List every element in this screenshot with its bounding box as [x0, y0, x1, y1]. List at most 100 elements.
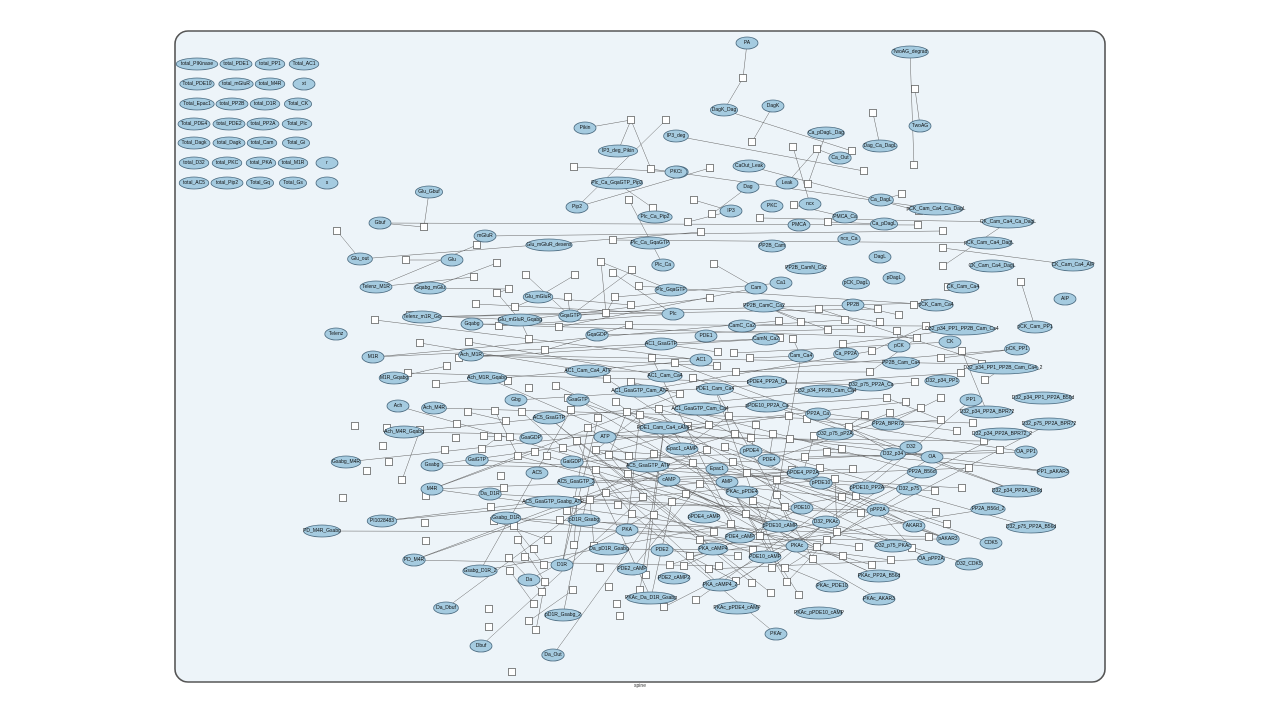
species-glu-mglur-desens[interactable]: Glu_mGluR_desens — [525, 238, 573, 252]
species-glu-mglur[interactable]: Glu_mGluR — [522, 290, 554, 304]
species-pp2b[interactable]: PP2B — [841, 298, 865, 312]
species-oa-ppp2a[interactable]: OA_pPP2A — [917, 552, 946, 566]
species-twoag-degrad[interactable]: TwoAG_degrad — [891, 45, 929, 59]
species-plc-ca-gqagtp-pip2[interactable]: Plc_Ca_GqaGTP_Pip2 — [591, 176, 644, 190]
species-pp1[interactable]: PP1 — [959, 393, 983, 407]
species-pp2b-camc-ca2[interactable]: PP2B_CamC_Ca2 — [743, 299, 785, 313]
species-m1r-gqabg[interactable]: M1R_Gqabg — [378, 371, 410, 385]
species-gqagdp[interactable]: GqaGDP — [585, 328, 609, 342]
species-d32[interactable]: D32 — [899, 440, 923, 454]
species-ip3-deg-pikin[interactable]: IP3_deg_Pikin — [598, 144, 639, 158]
species-pkac-pp2a-b56d[interactable]: PKAc_PP2A_B56d — [858, 569, 901, 583]
species-d32-p75-pp2a-bpr72[interactable]: D32_p75_PP2A_BPR72 — [1022, 417, 1077, 431]
species-ppde4-pp2a-ca[interactable]: pPDE4_PP2A_Ca — [747, 375, 788, 389]
species-ppde4-camp[interactable]: pPDE4_cAMP — [687, 510, 721, 524]
species-pd1r-gsabg-2[interactable]: pD1R_Gsabg_2 — [544, 608, 582, 622]
species-pa[interactable]: PA — [735, 36, 759, 50]
total-node-total-ac5[interactable]: total_AC5 — [178, 176, 210, 190]
species-d32-p75-pp2a[interactable]: D32_p75_pP2A — [816, 427, 854, 441]
species-epac1-camp[interactable]: Epac1_cAMP — [665, 442, 699, 456]
total-node-total-cam[interactable]: total_Cam — [246, 136, 278, 150]
species-dag-ca-dagl[interactable]: Dag_Ca_DagL — [862, 139, 898, 153]
species-caout-leak[interactable]: CaOut_Leak — [732, 159, 766, 173]
species-cam[interactable]: Cam — [744, 281, 768, 295]
total-node-total-dagk[interactable]: Total_Dagk — [177, 136, 211, 150]
species-twoag[interactable]: TwoAG — [908, 119, 932, 133]
species-gsabg[interactable]: Gsabg — [420, 458, 444, 472]
total-node-total-pp1[interactable]: total_PP1 — [254, 57, 286, 71]
species-pde1[interactable]: PDE1 — [694, 329, 718, 343]
total-node-total-ac1[interactable]: Total_AC1 — [288, 57, 320, 71]
species-telenz[interactable]: Telenz — [324, 327, 348, 341]
species-pde2-camp2[interactable]: PDE2_cAMP2 — [657, 571, 691, 585]
total-node-total-pkc[interactable]: total_PKC — [211, 156, 243, 170]
species-camp[interactable]: cAMP — [657, 473, 681, 487]
species-amp[interactable]: AMP — [715, 475, 739, 489]
species-d32-p34-pp1-pp2a-b56d[interactable]: D32_p34_PP1_PP2A_B56d — [1012, 391, 1075, 405]
species-ach-m4r-gqabg[interactable]: Ach_M4R_Gqabg — [383, 425, 424, 439]
species-da-dbuf[interactable]: Da_Dbuf — [433, 601, 459, 615]
species-ac1-gsagtp[interactable]: AC1_GsaGTP — [644, 337, 678, 351]
species-pp1-pakar3[interactable]: PP1_pAKAR3 — [1036, 465, 1070, 479]
species-ca1[interactable]: Ca1 — [769, 276, 793, 290]
species-akar3[interactable]: AKAR3 — [902, 519, 926, 533]
species-glu-gbuf[interactable]: Glu_Gbuf — [414, 185, 443, 199]
species-gsabg-d1r-2[interactable]: Gsabg_D1R_2 — [462, 564, 498, 578]
species-ncx-ca[interactable]: ncx_Ca — [837, 232, 861, 246]
species-epac1[interactable]: Epac1 — [705, 462, 729, 476]
total-node-total-plc[interactable]: Total_Plc — [281, 117, 313, 131]
species-plc-ca-pip2[interactable]: Plc_Ca_Pip2 — [637, 210, 673, 224]
species-ac1-cam-ca4[interactable]: AC1_Cam_Ca4 — [647, 369, 683, 383]
species-d32-p75[interactable]: D32_p75 — [896, 482, 922, 496]
species-pck-cam-ca4[interactable]: pCK_Cam_Ca4 — [918, 298, 954, 312]
species-dagk[interactable]: DagK — [761, 99, 785, 113]
species-ac1-gsagtp-cam-atp[interactable]: AC1_GsaGTP_Cam_ATP — [611, 384, 669, 398]
species-dagl[interactable]: DagL — [868, 250, 892, 264]
species-pd-m4r-gsabg[interactable]: PD_M4R_Gsabg — [303, 524, 341, 538]
species-telenz-m1r[interactable]: Telenz_M1R — [359, 280, 393, 294]
species-camc-ca2[interactable]: CamC_Ca2 — [728, 319, 757, 333]
species-pck-cam-ca4-ca-dagl[interactable]: pCK_Cam_Ca4_Ca_DagL — [907, 202, 966, 216]
species-camn-ca2[interactable]: CamN_Ca2 — [752, 332, 781, 346]
species-oa[interactable]: OA — [920, 450, 944, 464]
species-da-d1r[interactable]: Da_D1R — [478, 487, 502, 501]
species-pde1-cam-ca4-camp[interactable]: PDE1_Cam_Ca4_cAMP — [637, 421, 692, 435]
species-d32-p34-pp1[interactable]: D32_p34_PP1 — [924, 374, 960, 388]
species-ppde10[interactable]: pPDE10 — [809, 476, 833, 490]
species-pkac-ppde4[interactable]: PKAc_pPDE4 — [725, 485, 759, 499]
species-ac5-gsagtp-atp[interactable]: AC5_GsaGTP_ATP — [626, 459, 671, 473]
species-ca-dagl[interactable]: Ca_DagL — [868, 193, 894, 207]
species-pdagl[interactable]: pDagL — [882, 271, 906, 285]
species-pp2a-bpr72[interactable]: PP2A_BPR72 — [871, 417, 905, 431]
total-node-total-pde2[interactable]: total_PDE2 — [212, 117, 246, 131]
species-d32-p34-pp2a-bpr72-2[interactable]: D32_p34_PP2A_BPR72_2 — [972, 427, 1032, 441]
species-pde4[interactable]: PDE4 — [757, 453, 781, 467]
total-node-total-ck[interactable]: Total_CK — [283, 97, 312, 111]
species-d32-p34-pp2a-b56d[interactable]: D32_p34_PP2A_B56d — [992, 484, 1043, 498]
species-mglur[interactable]: mGluR — [473, 229, 497, 243]
species-d32-p75-pp2a-b56d[interactable]: D32_p75_PP2A_B56d — [1006, 520, 1057, 534]
species-pp2a-b56d[interactable]: PP2A_B56d — [906, 465, 938, 479]
total-node-total-pikinase[interactable]: total_PIKinase — [175, 57, 219, 71]
species-d32-p75-pp2a-ca[interactable]: D32_p75_PP2A_Ca — [848, 378, 894, 392]
species-gaigdp[interactable]: GaiGDP — [560, 455, 584, 469]
total-node-total-pde4[interactable]: Total_PDE4 — [177, 117, 211, 131]
species-ppde10-pp2a-ca[interactable]: pPDE10_PP2A_Ca — [745, 399, 789, 413]
species-ac1[interactable]: AC1 — [689, 353, 713, 367]
total-node-total-gi[interactable]: Total_Gi — [281, 136, 310, 150]
species-gqagtp[interactable]: GqaGTP — [558, 309, 582, 323]
total-node-r[interactable]: r — [315, 156, 339, 170]
species-d32-p34-pp1-pp2b-cam-ca4[interactable]: D32_p34_PP1_PP2B_Cam_Ca4 — [925, 322, 999, 336]
species-pkac-da-d1r-gsabg[interactable]: PKAc_Da_D1R_Gsabg — [625, 591, 677, 605]
species-pde2[interactable]: PDE2 — [650, 543, 674, 557]
species-dag[interactable]: Dag — [736, 180, 760, 194]
species-pkac-akar3[interactable]: PKAc_AKAR3 — [862, 592, 896, 606]
species-oa-pp1[interactable]: OA_PP1 — [1014, 445, 1038, 459]
species-d32-cdk5[interactable]: D32_CDK5 — [955, 557, 984, 571]
total-node-total-gs[interactable]: Total_Gs — [278, 176, 307, 190]
species-atp[interactable]: ATP — [593, 430, 617, 444]
species-m1r[interactable]: M1R — [361, 350, 385, 364]
species-gqabg[interactable]: Gqabg — [460, 317, 484, 331]
species-ca-pdagl[interactable]: Ca_pDagL — [870, 217, 899, 231]
total-node-total-epac1[interactable]: Total_Epac1 — [179, 97, 215, 111]
